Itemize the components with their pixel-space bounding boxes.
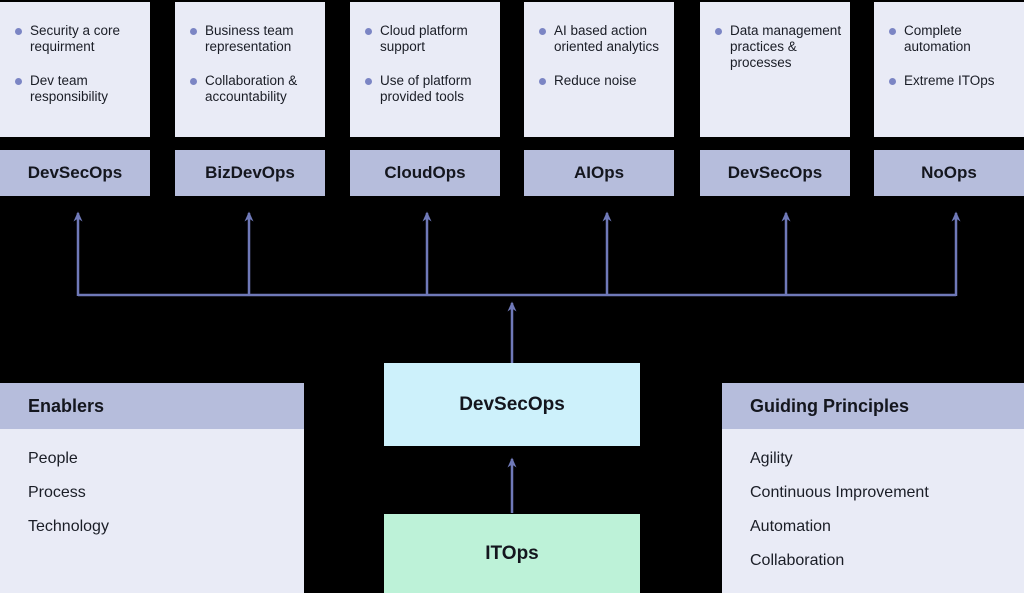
enablers-panel-title: Enablers bbox=[0, 383, 304, 429]
card-bullet-list: AI based action oriented analytics Reduc… bbox=[524, 2, 674, 89]
card-cloudops: Cloud platform support Use of platform p… bbox=[350, 2, 500, 137]
card-bullet-list: Complete automation Extreme ITOps bbox=[874, 2, 1024, 89]
card-devsecops-2: Data management practices & processes bbox=[700, 2, 850, 137]
card-label-aiops: AIOps bbox=[524, 150, 674, 196]
bullet-item: Dev team responsibility bbox=[14, 73, 144, 105]
card-label-noops: NoOps bbox=[874, 150, 1024, 196]
bullet-item: Use of platform provided tools bbox=[364, 73, 494, 105]
bullet-item: Business team representation bbox=[189, 23, 319, 55]
card-label-devsecops-2: DevSecOps bbox=[700, 150, 850, 196]
bullet-item: Data management practices & processes bbox=[714, 23, 844, 71]
card-bullet-list: Data management practices & processes bbox=[700, 2, 850, 71]
guiding-principles-panel-body: Agility Continuous Improvement Automatio… bbox=[722, 429, 1024, 593]
bullet-item: Extreme ITOps bbox=[888, 73, 1018, 89]
bullet-item: AI based action oriented analytics bbox=[538, 23, 668, 55]
bullet-item: Complete automation bbox=[888, 23, 1018, 55]
bullet-item: Security a core requirment bbox=[14, 23, 144, 55]
principle-item-automation: Automation bbox=[750, 518, 831, 535]
enabler-item-process: Process bbox=[28, 484, 86, 501]
bullet-item: Collaboration & accountability bbox=[189, 73, 319, 105]
card-devsecops-1: Security a core requirment Dev team resp… bbox=[0, 2, 150, 137]
card-aiops: AI based action oriented analytics Reduc… bbox=[524, 2, 674, 137]
card-label-devsecops-1: DevSecOps bbox=[0, 150, 150, 196]
card-bullet-list: Cloud platform support Use of platform p… bbox=[350, 2, 500, 105]
enabler-item-people: People bbox=[28, 450, 78, 467]
bullet-item: Cloud platform support bbox=[364, 23, 494, 55]
principle-item-continuous-improvement: Continuous Improvement bbox=[750, 484, 929, 501]
guiding-principles-panel: Guiding Principles Agility Continuous Im… bbox=[722, 383, 1024, 593]
devsecops-center-box: DevSecOps bbox=[384, 363, 640, 446]
enabler-item-technology: Technology bbox=[28, 518, 109, 535]
bullet-item: Reduce noise bbox=[538, 73, 668, 89]
enablers-panel-body: People Process Technology bbox=[0, 429, 304, 593]
card-bullet-list: Business team representation Collaborati… bbox=[175, 2, 325, 105]
principle-item-agility: Agility bbox=[750, 450, 793, 467]
principle-item-collaboration: Collaboration bbox=[750, 552, 845, 569]
guiding-principles-panel-title: Guiding Principles bbox=[722, 383, 1024, 429]
card-bizdevops: Business team representation Collaborati… bbox=[175, 2, 325, 137]
itops-box: ITOps bbox=[384, 514, 640, 593]
card-label-bizdevops: BizDevOps bbox=[175, 150, 325, 196]
card-noops: Complete automation Extreme ITOps bbox=[874, 2, 1024, 137]
card-label-cloudops: CloudOps bbox=[350, 150, 500, 196]
card-bullet-list: Security a core requirment Dev team resp… bbox=[0, 2, 150, 105]
enablers-panel: Enablers People Process Technology bbox=[0, 383, 304, 593]
